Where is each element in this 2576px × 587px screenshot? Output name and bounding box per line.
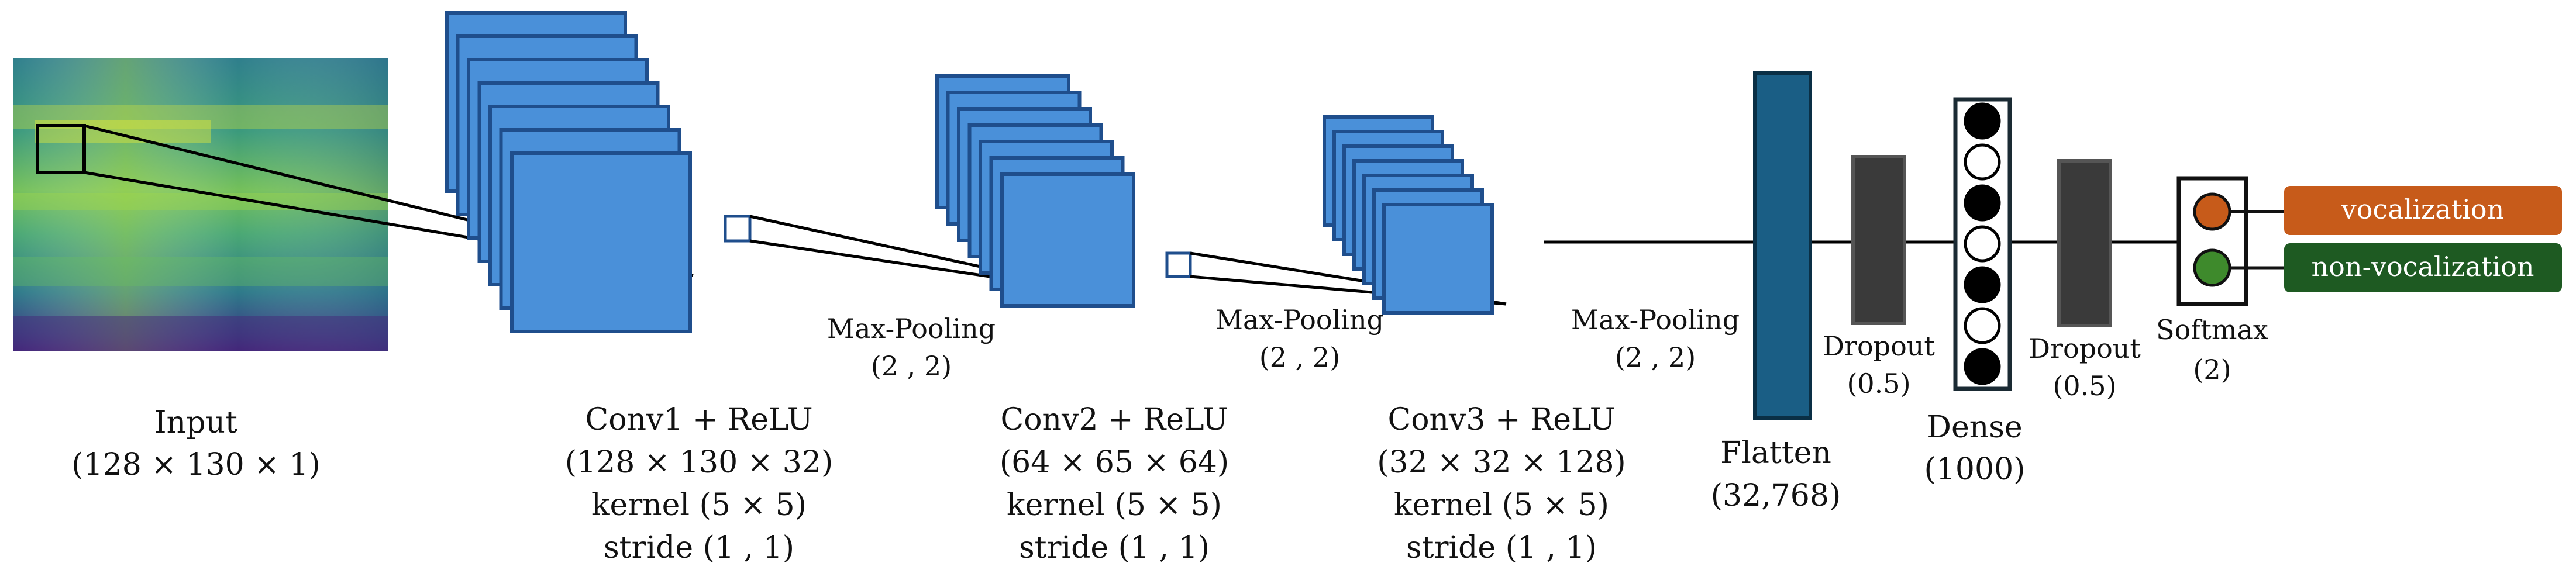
dense-neuron: [1964, 266, 2001, 303]
flatten-layer: [1753, 71, 1812, 420]
dropout2-rate: (0.5): [2052, 370, 2116, 402]
dense-title: Dense: [1927, 410, 2022, 445]
dense-neuron: [1964, 184, 2001, 222]
pool3-title: Max-Pooling: [1571, 304, 1740, 336]
output-non-vocalization-label: non-vocalization: [2312, 251, 2534, 282]
softmax-layer: [2176, 176, 2248, 306]
dropout1-rate: (0.5): [1847, 368, 1910, 399]
conv2-stride: stride (1 , 1): [1019, 530, 1210, 565]
input-dims: (128 × 130 × 1): [71, 447, 320, 482]
input-spectrogram: [13, 58, 388, 351]
conv3-stride: stride (1 , 1): [1406, 530, 1597, 565]
dense-neuron: [1964, 348, 2001, 385]
softmax-size: (2): [2193, 354, 2231, 385]
conv2-feature-maps: [935, 74, 1135, 308]
output-vocalization: vocalization: [2284, 186, 2562, 235]
conv3-dims: (32 × 32 × 128): [1377, 445, 1626, 480]
flatten-title: Flatten: [1720, 436, 1831, 471]
conv2-title: Conv2 + ReLU: [1000, 402, 1228, 437]
dense-neuron: [1964, 143, 2001, 181]
pool1-size: (2 , 2): [871, 350, 952, 382]
pool1-title: Max-Pooling: [827, 313, 996, 344]
flatten-size: (32,768): [1711, 478, 1841, 513]
conv3-feature-maps: [1323, 115, 1494, 315]
conv1-kernel: kernel (5 × 5): [591, 488, 807, 523]
dropout2-title: Dropout: [2029, 333, 2141, 364]
conv1-feature-map: [510, 151, 692, 333]
conv3-feature-map: [1382, 203, 1494, 315]
pool2-size: (2 , 2): [1259, 341, 1340, 373]
conv2-dims: (64 × 65 × 64): [1000, 445, 1229, 480]
output-vocalization-label: vocalization: [2341, 194, 2504, 225]
softmax-title: Softmax: [2156, 314, 2268, 346]
dense-neuron: [1964, 102, 2001, 140]
output-non-vocalization: non-vocalization: [2284, 243, 2562, 292]
dense-neuron: [1964, 307, 2001, 344]
dense-neuron: [1964, 225, 2001, 263]
pool2-title: Max-Pooling: [1215, 304, 1384, 336]
conv3-kernel: kernel (5 × 5): [1394, 488, 1609, 523]
conv1-title: Conv1 + ReLU: [585, 402, 812, 437]
input-label: Input: [154, 405, 237, 440]
nonvocal-neuron: [2193, 248, 2231, 287]
conv1-feature-maps: [445, 11, 692, 333]
pool3-size: (2 , 2): [1615, 341, 1696, 373]
receptive-field-box: [36, 124, 86, 174]
vocal-neuron: [2193, 192, 2231, 231]
conv2-kernel: kernel (5 × 5): [1007, 488, 1222, 523]
conv1-stride: stride (1 , 1): [604, 530, 794, 565]
dropout1-layer: [1851, 155, 1906, 325]
dense-size: (1000): [1924, 452, 2026, 487]
conv3-title: Conv3 + ReLU: [1387, 402, 1615, 437]
conv2-feature-map: [1000, 172, 1135, 308]
conv2-kernel-box: [1165, 251, 1192, 278]
dense-layer: [1953, 97, 2012, 391]
conv1-kernel-box: [724, 215, 752, 243]
dropout2-layer: [2057, 159, 2112, 327]
dropout1-title: Dropout: [1823, 330, 1935, 362]
conv1-dims: (128 × 130 × 32): [565, 445, 834, 480]
